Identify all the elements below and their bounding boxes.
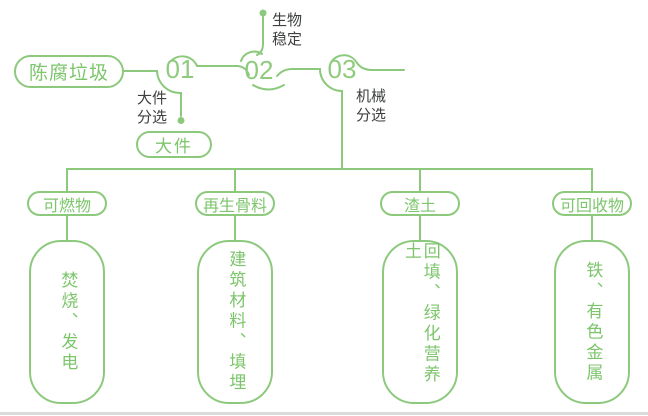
line-source-to-step1 [122, 70, 182, 117]
disposal-box-slag-soil: 回填、绿化营养土 [382, 240, 458, 404]
arc-step2-under [252, 84, 285, 91]
disposal-text: 建筑材料、填埋 [226, 250, 246, 394]
step-label-bulky-sorting: 大件 分选 [137, 90, 168, 126]
disposal-text: 焚烧、发电 [58, 270, 78, 374]
arc-step3-cap [331, 54, 358, 64]
arc-step1-cap [170, 55, 198, 67]
dot-large-item [177, 117, 185, 124]
line-step2-to-step3-and-drop [276, 68, 343, 170]
disposal-text: 铁、有色金属 [583, 260, 603, 384]
dot-bio-stable [259, 9, 267, 17]
step-number-2: 02 [244, 55, 274, 85]
output-node-bulky-items: 大件 [136, 131, 212, 158]
branch-node-combustibles: 可燃物 [27, 191, 107, 216]
arc-step2-cap [240, 50, 263, 62]
line-step1-to-step2 [196, 65, 250, 76]
trunk-line [66, 168, 593, 192]
step-label-mechanical-sorting: 机械 分选 [356, 88, 387, 124]
source-node: 陈腐垃圾 [14, 55, 124, 88]
step-number-1: 01 [165, 54, 195, 84]
disposal-text: 回填、绿化营养土 [402, 242, 440, 386]
bottom-divider [0, 412, 648, 415]
disposal-box-recyclables: 铁、有色金属 [554, 240, 630, 404]
branch-node-slag-soil: 渣土 [380, 191, 460, 216]
line-bio-dot-down [256, 16, 264, 56]
step-label-bio-stabilization: 生物 稳定 [272, 12, 303, 48]
line-step3-exit [356, 62, 405, 71]
disposal-box-recycled-aggregate: 建筑材料、填埋 [197, 240, 273, 404]
branch-node-recyclables: 可回收物 [552, 191, 632, 216]
step-number-3: 03 [327, 54, 357, 84]
branch-node-recycled-aggregate: 再生骨料 [195, 191, 275, 216]
disposal-box-combustibles: 焚烧、发电 [29, 240, 105, 404]
